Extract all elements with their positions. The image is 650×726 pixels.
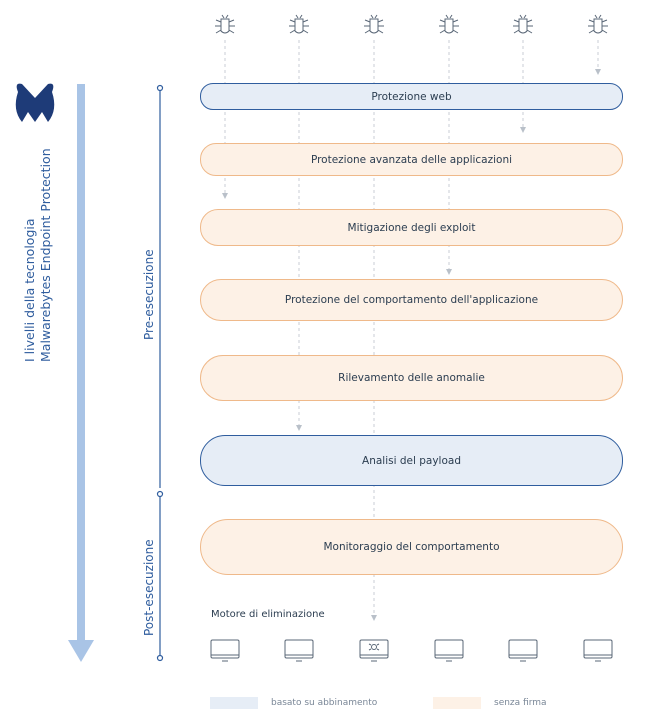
layer-behavior-monitoring: Monitoraggio del comportamento: [200, 519, 623, 575]
layer-label: Protezione avanzata delle applicazioni: [310, 153, 513, 166]
legend-swatch-matching: [210, 697, 258, 709]
layer-label: Analisi del payload: [362, 454, 461, 467]
monitor-icon: [284, 639, 314, 662]
malwarebytes-logo: [15, 83, 55, 122]
infected-monitor-icon: [359, 639, 389, 662]
timeline-arrow: [68, 84, 94, 662]
monitor-icon: [434, 639, 464, 662]
legend-swatch-signatureless: [433, 697, 481, 709]
bug-icon: [364, 14, 384, 34]
monitor-icon: [508, 639, 538, 662]
layer-label: Protezione web: [371, 90, 452, 103]
legend-label-signatureless: senza firma: [494, 698, 547, 708]
layer-label: Monitoraggio del comportamento: [323, 541, 500, 553]
pre-execution-bracket: [156, 84, 164, 488]
bug-icon: [289, 14, 309, 34]
endpoint-icons: [210, 639, 613, 662]
post-execution-label: Post-esecuzione: [142, 539, 156, 636]
layer-label: Rilevamento delle anomalie: [338, 372, 485, 384]
post-execution-bracket: [156, 490, 164, 662]
layer-anomaly-detection: Rilevamento delle anomalie: [200, 355, 623, 401]
diagram-title: I livelli della tecnologia Malwarebytes …: [22, 148, 54, 362]
layer-label: Mitigazione degli exploit: [347, 221, 476, 234]
layer-exploit-mitigation: Mitigazione degli exploit: [200, 209, 623, 246]
bug-icon: [215, 14, 235, 34]
layer-payload-analysis: Analisi del payload: [200, 435, 623, 486]
title-line-1: I livelli della tecnologia: [22, 218, 37, 362]
layer-app-behavior-protection: Protezione del comportamento dell'applic…: [200, 279, 623, 321]
bug-icon: [588, 14, 608, 34]
legend-label-matching: basato su abbinamento: [271, 698, 378, 708]
bug-icon: [513, 14, 533, 34]
monitor-icon: [210, 639, 240, 662]
layer-web-protection: Protezione web: [200, 83, 623, 110]
bug-icon: [439, 14, 459, 34]
threat-icons: [215, 14, 608, 34]
layer-label: Protezione del comportamento dell'applic…: [284, 294, 539, 306]
title-line-2: Malwarebytes Endpoint Protection: [38, 148, 53, 362]
elimination-engine-label: Motore di eliminazione: [211, 609, 325, 620]
pre-execution-label: Pre-esecuzione: [142, 249, 156, 340]
monitor-icon: [583, 639, 613, 662]
layer-app-hardening: Protezione avanzata delle applicazioni: [200, 143, 623, 176]
